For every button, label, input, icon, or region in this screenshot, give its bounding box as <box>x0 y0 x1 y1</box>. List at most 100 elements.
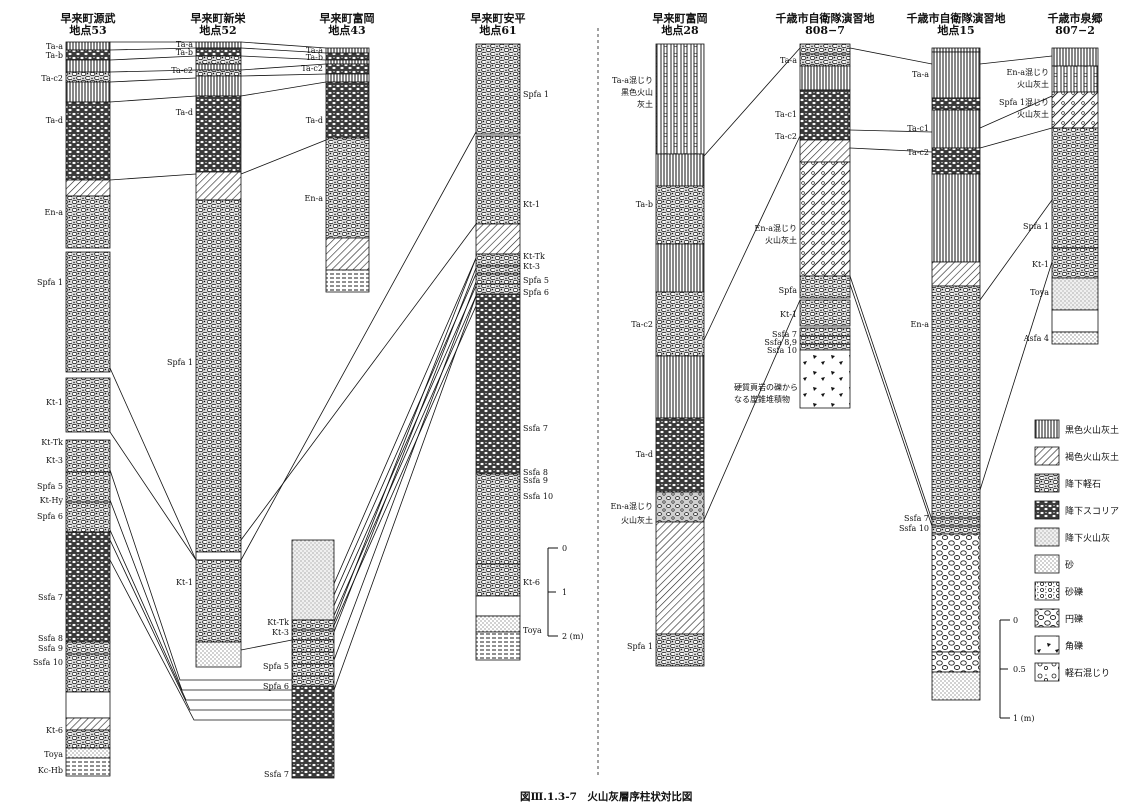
layer-label: Kt-1 <box>176 578 193 587</box>
column-title: 早来町新栄 <box>191 11 247 25</box>
layer-label: Spfa 1 <box>37 278 63 287</box>
layer-pumice <box>931 285 981 519</box>
legend-label: 砂 <box>1065 559 1074 571</box>
correlation-line <box>240 81 327 97</box>
legend-label: 降下スコリア <box>1065 505 1119 517</box>
layer-label: 灰土 <box>637 99 653 109</box>
layer-vert <box>65 81 111 103</box>
scale-left-tick-2: 2 (m) <box>562 632 583 641</box>
legend-swatch-pumice <box>1034 473 1060 493</box>
layer-vert <box>195 63 242 71</box>
layer-label: Ta-d <box>636 450 653 459</box>
layer-blank <box>1051 309 1099 333</box>
column-title: 千歳市泉郷 <box>1048 11 1103 25</box>
scale-right: 0 0.5 1 (m) <box>999 616 1034 723</box>
layer-label: Kt-6 <box>523 578 540 587</box>
column-title: 地点53 <box>69 23 106 37</box>
layer-label: Ta-d <box>46 116 63 125</box>
layer-label: Ssfa 7 <box>38 593 63 602</box>
layer-label: Ta-a <box>46 42 63 51</box>
layer-label: 火山灰土 <box>621 515 653 525</box>
layer-label: Spfa 1混じり <box>999 98 1049 107</box>
layer-diag <box>195 171 242 201</box>
layer-vert <box>1051 47 1099 67</box>
layer-label: Ssfa 10 <box>767 346 797 355</box>
layer-pumice <box>65 471 111 503</box>
column-title: 早来町富岡 <box>320 11 375 25</box>
column-title: 千歳市自衛隊演習地 <box>907 11 1006 25</box>
column-title: 早来町安平 <box>471 11 526 25</box>
layer-pumice <box>195 199 242 553</box>
layer-label: Kt-Tk <box>267 618 289 627</box>
column-c808: 千歳市自衛隊演習地808−7Ta-aTa-c1Ta-c2En-a混じり火山灰土S… <box>755 11 875 409</box>
correlation-line <box>849 129 933 133</box>
layer-label: Kt-1 <box>523 200 540 209</box>
correlation-line <box>979 55 1053 65</box>
talus-annotation: 硬質頁岩の礫から なる崖錐堆積物 <box>734 382 798 404</box>
layer-label: Toya <box>44 750 63 759</box>
correlation-line <box>333 257 477 623</box>
correlation-lines <box>109 41 1053 721</box>
layer-diag <box>65 179 111 197</box>
correlation-line <box>333 267 477 633</box>
layer-label: Spfa 6 <box>37 512 63 521</box>
correlation-line <box>849 275 933 521</box>
layer-diag <box>655 521 705 635</box>
layer-label: Ssfa 9 <box>523 476 548 485</box>
column-title: 808−7 <box>805 24 845 37</box>
layer-label: Spfa 6 <box>523 288 549 297</box>
layer-label: Kt-Tk <box>523 252 545 261</box>
layer-pumice <box>65 501 111 533</box>
layer-vert <box>655 153 705 187</box>
layer-pumice <box>799 335 851 345</box>
layer-label: Kt-1 <box>780 310 797 319</box>
layer-label: Toya <box>1030 288 1049 297</box>
layer-label: En-a <box>45 208 64 217</box>
layer-horiz <box>475 631 521 661</box>
layer-pumice <box>799 275 851 299</box>
layer-vert <box>655 243 705 293</box>
column-title: 早来町富岡 <box>653 11 708 25</box>
layer-vert <box>655 355 705 419</box>
layer-pumice <box>655 291 705 357</box>
layer-label: Ssfa 10 <box>33 658 63 667</box>
layer-label: Ssfa 8,9 <box>764 338 797 347</box>
legend-swatch-scoria <box>1034 500 1060 520</box>
layer-scoria <box>291 685 335 779</box>
layer-label: Kc-Hb <box>38 766 63 775</box>
layer-pumice <box>65 377 111 433</box>
layer-breccia <box>799 349 851 409</box>
layer-sand <box>475 615 521 633</box>
layer-pumice <box>291 675 335 687</box>
column-title: 地点15 <box>937 23 974 37</box>
layer-label: Ssfa 8 <box>523 468 548 477</box>
layer-scoria <box>655 417 705 493</box>
correlation-line <box>240 139 327 175</box>
layer-vert <box>799 65 851 91</box>
layer-vert <box>325 47 370 54</box>
layer-label: En-a混じり <box>611 502 653 511</box>
layer-label: Ta-d <box>306 116 323 125</box>
layer-pumice <box>1051 247 1099 279</box>
correlation-line <box>703 47 801 157</box>
layer-label: Ta-b <box>46 51 63 60</box>
correlation-line <box>109 305 477 721</box>
layer-pumice <box>195 559 242 643</box>
correlation-line <box>333 281 477 661</box>
layer-pumice <box>291 663 335 677</box>
layer-label: Spfa 5 <box>523 276 549 285</box>
layer-vert <box>65 41 111 51</box>
correlation-line <box>240 47 327 54</box>
layer-vert <box>931 51 981 99</box>
layer-scoria <box>475 293 521 475</box>
layer-pumice <box>799 327 851 337</box>
layer-blank <box>475 595 521 617</box>
layer-vert-dots <box>1051 65 1099 93</box>
layer-diag-dots <box>799 161 851 277</box>
correlation-line <box>109 173 197 181</box>
scale-right-tick-0: 0 <box>1013 616 1018 625</box>
layer-label: Ta-c2 <box>631 320 653 329</box>
